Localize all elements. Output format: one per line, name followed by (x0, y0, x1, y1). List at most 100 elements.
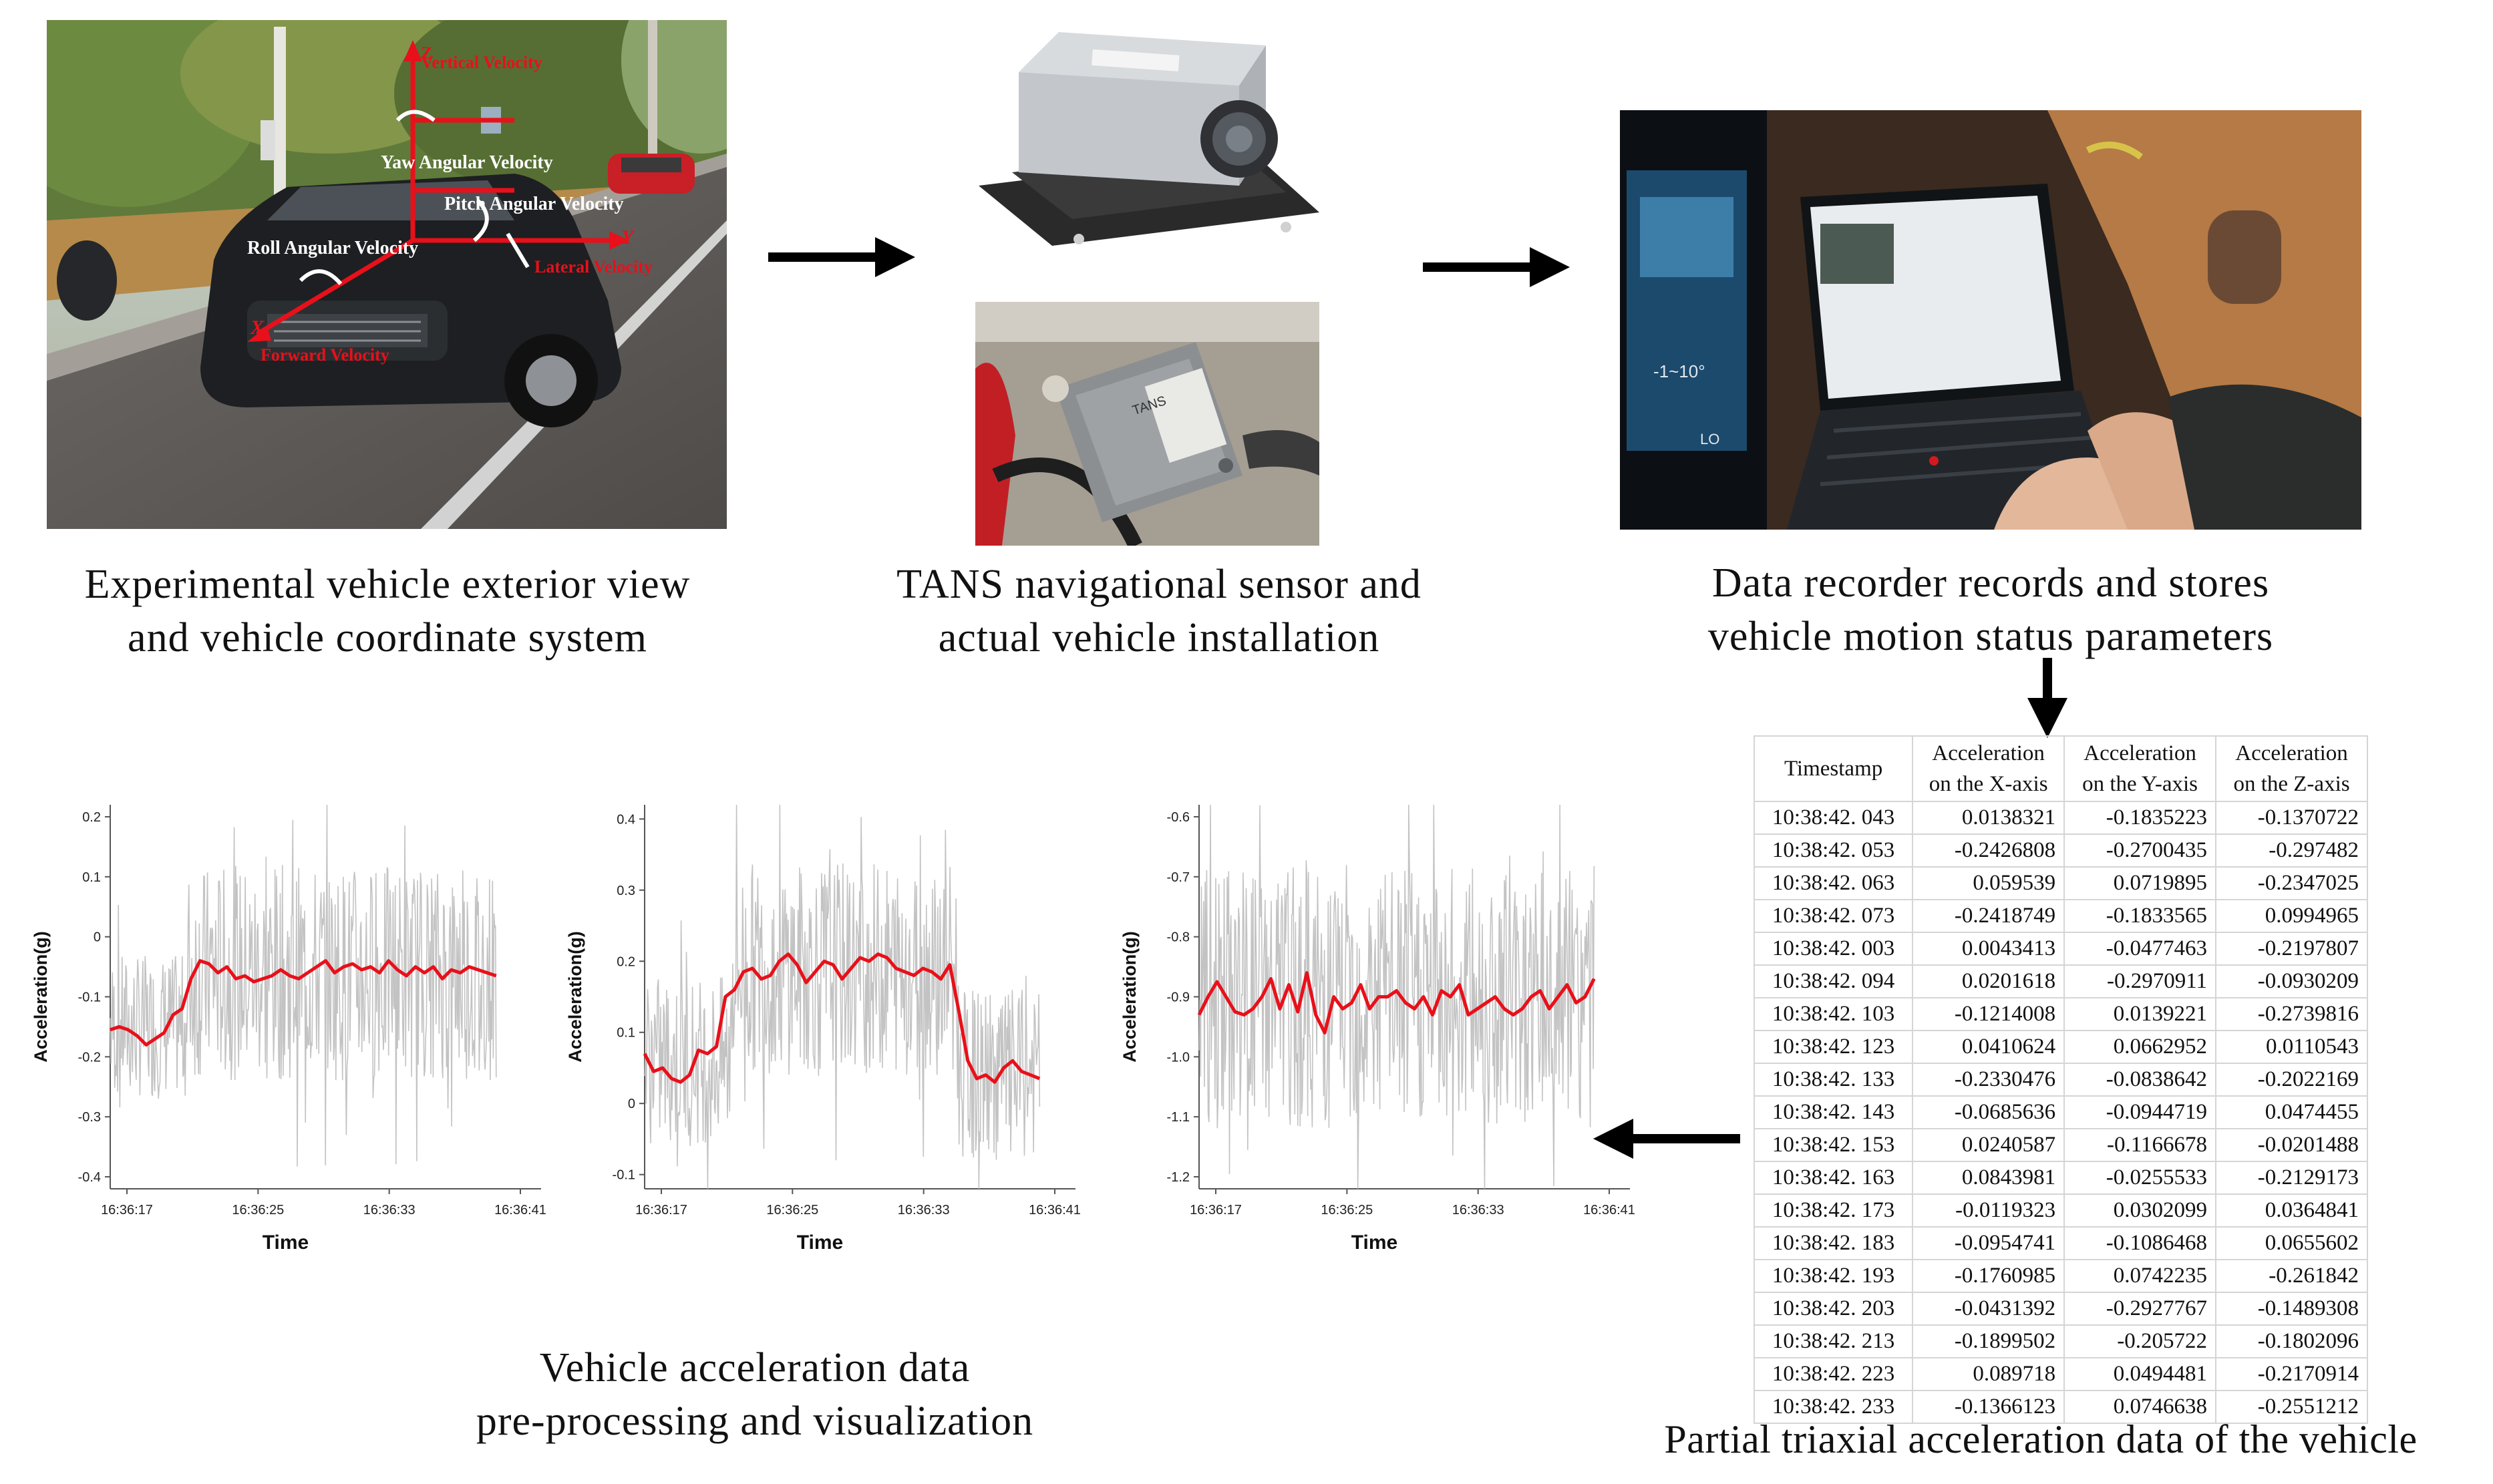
table-cell-value: 0.0138321 (1912, 801, 2065, 835)
y-tick-label: 0.2 (82, 810, 101, 825)
x-tick-label: 16:36:17 (635, 1203, 687, 1218)
x-tick-label: 16:36:17 (1190, 1203, 1242, 1218)
table-cell-value: 0.0662952 (2063, 1030, 2217, 1064)
x-axis-title: Time (1351, 1232, 1397, 1254)
table-cell-value: -0.261842 (2215, 1259, 2368, 1293)
table-cell-timestamp: 10:38:42. 173 (1753, 1193, 1914, 1228)
x-tick-label: 16:36:33 (1452, 1203, 1504, 1218)
roll-velocity-label: Roll Angular Velocity (247, 238, 418, 258)
table-cell-value: -0.0944719 (2063, 1095, 2217, 1129)
x-axis-line (256, 238, 414, 337)
y-tick-label: 0.1 (82, 870, 101, 885)
table-cell-value: -0.1760985 (1912, 1259, 2065, 1293)
table-row: 10:38:42. 133-0.2330476-0.0838642-0.2022… (1753, 1063, 2368, 1097)
y-tick-label: -0.7 (1167, 870, 1190, 885)
table-cell-value: 0.0655602 (2215, 1226, 2368, 1260)
y-tick-label: 0.2 (617, 954, 635, 969)
table-cell-value: -0.2330476 (1912, 1063, 2065, 1097)
arrow-vehicle-to-sensor (768, 237, 915, 277)
table-cell-value: -0.0431392 (1912, 1292, 2065, 1326)
arrow-table-to-charts (1593, 1119, 1740, 1159)
table-cell-timestamp: 10:38:42. 003 (1753, 932, 1914, 966)
table-cell-value: -0.1214008 (1912, 997, 2065, 1031)
y-tick-label: -1.2 (1167, 1170, 1190, 1185)
vehicle-caption: Experimental vehicle exterior view and v… (84, 562, 691, 661)
z-axis-letter: Z (421, 43, 432, 63)
table-cell-value: -0.2418749 (1912, 899, 2065, 933)
table-cell-value: -0.2426808 (1912, 833, 2065, 868)
table-cell-value: -0.0255533 (2063, 1161, 2217, 1195)
table-cell-value: -0.1833565 (2063, 899, 2217, 933)
table-cell-value: -0.2700435 (2063, 833, 2217, 868)
table-cell-timestamp: 10:38:42. 073 (1753, 899, 1914, 933)
table-header-row: Timestamp Acceleration on the X-axis Acc… (1753, 735, 2368, 802)
y-tick-label: 0.4 (617, 812, 635, 827)
pitch-rotation-arrow (472, 198, 489, 242)
y-tick-label: 0 (628, 1097, 635, 1111)
table-cell-value: 0.0110543 (2215, 1030, 2368, 1064)
x-tick-label: 16:36:41 (494, 1203, 546, 1218)
table-cell-timestamp: 10:38:42. 053 (1753, 833, 1914, 868)
table-cell-value: 0.0843981 (1912, 1161, 2065, 1195)
data-recorder-illustration: -1~10° LO (1620, 110, 2361, 530)
y-axis-title: Acceleration(g) (1120, 931, 1140, 1063)
table-cell-value: -0.1366123 (1912, 1390, 2065, 1424)
sensor-installed-photo: TANS (975, 302, 1319, 546)
sensor-caption: TANS navigational sensor and actual vehi… (896, 562, 1422, 661)
y-tick-label: -0.1 (613, 1168, 635, 1183)
acceleration-table: Timestamp Acceleration on the X-axis Acc… (1753, 735, 2368, 1424)
table-cell-value: -0.0954741 (1912, 1226, 2065, 1260)
vehicle-coordinate-system: Vertical Velocity Z Yaw Angular Velocity… (247, 40, 653, 365)
pitch-velocity-label: Pitch Angular Velocity (444, 194, 624, 214)
table-cell-timestamp: 10:38:42. 094 (1753, 964, 1914, 998)
table-cell-value: -0.0930209 (2215, 964, 2368, 998)
y-tick-label: -0.4 (78, 1170, 101, 1185)
filtered-signal-line (110, 959, 497, 1047)
table-cell-timestamp: 10:38:42. 043 (1753, 801, 1914, 835)
table-cell-value: 0.0719895 (2063, 866, 2217, 900)
raw-signal-line (1198, 804, 1595, 1189)
table-row: 10:38:42. 203-0.0431392-0.2927767-0.1489… (1753, 1292, 2368, 1326)
table-cell-value: -0.205722 (2063, 1324, 2217, 1358)
table-cell-value: -0.1899502 (1912, 1324, 2065, 1358)
table-cell-value: 0.0139221 (2063, 997, 2217, 1031)
table-header-y: Acceleration on the Y-axis (2063, 735, 2217, 802)
x-tick-label: 16:36:25 (766, 1203, 818, 1218)
table-header-z: Acceleration on the Z-axis (2215, 735, 2368, 802)
table-cell-value: 0.0043413 (1912, 932, 2065, 966)
dashboard-readout: -1~10° (1653, 361, 1705, 381)
y-tick-label: -0.1 (78, 990, 101, 1005)
x-tick-label: 16:36:41 (1029, 1203, 1081, 1218)
recorder-photo: -1~10° LO (1620, 110, 2361, 530)
vehicle-photo-illustration (47, 20, 727, 529)
y-axis-title: Acceleration(g) (565, 931, 585, 1063)
y-tick-label: -0.6 (1167, 810, 1190, 825)
table-cell-value: 0.0742235 (2063, 1259, 2217, 1293)
table-cell-timestamp: 10:38:42. 103 (1753, 997, 1914, 1031)
table-cell-value: -0.297482 (2215, 833, 2368, 868)
table-cell-value: -0.2970911 (2063, 964, 2217, 998)
table-row: 10:38:42. 213-0.1899502-0.205722-0.18020… (1753, 1324, 2368, 1358)
tans-sensor-illustration (979, 32, 1319, 246)
vehicle-photo: Vertical Velocity Z Yaw Angular Velocity… (47, 20, 727, 529)
arrow-sensor-to-recorder (1423, 247, 1570, 287)
table-header-x: Acceleration on the X-axis (1912, 735, 2065, 802)
y-tick-label: -1.0 (1167, 1050, 1190, 1065)
table-cell-timestamp: 10:38:42. 233 (1753, 1390, 1914, 1424)
table-cell-value: -0.2129173 (2215, 1161, 2368, 1195)
table-cell-value: -0.2170914 (2215, 1357, 2368, 1391)
table-cell-value: -0.0477463 (2063, 932, 2217, 966)
y-axis-letter: Y (621, 226, 635, 248)
table-cell-value: -0.1086468 (2063, 1226, 2217, 1260)
